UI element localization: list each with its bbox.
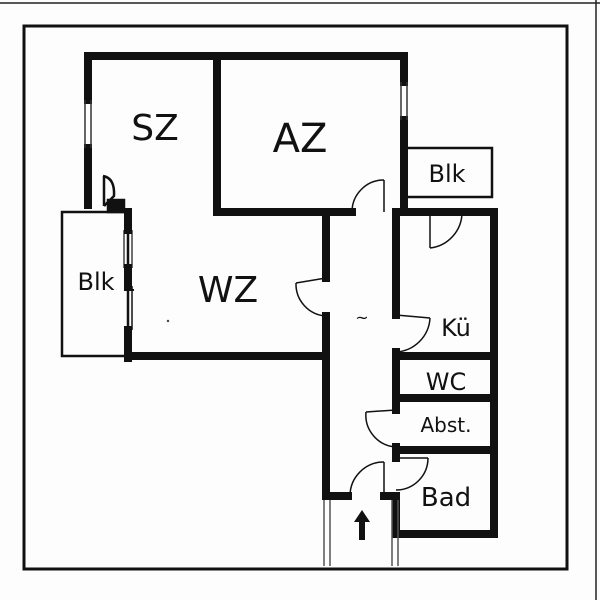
door-wz-swing — [295, 282, 327, 317]
balcony-left-outline — [60, 210, 130, 358]
room-label-sz: SZ — [131, 108, 179, 149]
room-label-bad: Bad — [421, 483, 471, 513]
room-label-abst: Abst. — [421, 413, 472, 437]
door-ku-swing — [429, 211, 463, 249]
balcony-right-outline — [404, 146, 494, 199]
room-label-blk-right: Blk — [428, 160, 465, 188]
door-bad-swing — [395, 457, 429, 491]
door-wz-leaf — [295, 277, 327, 284]
door-abst-swing — [365, 411, 397, 448]
door-entrance-swing — [349, 461, 385, 497]
outer-frame — [22, 24, 569, 571]
door-ku2-swing — [395, 317, 431, 353]
door-swing-sz-balcony — [102, 174, 116, 207]
door-ku2-leaf — [395, 314, 431, 319]
hall-mark: ~ — [355, 308, 368, 327]
room-label-wc: WC — [426, 368, 467, 396]
door-abst-leaf — [365, 409, 397, 413]
door-az-swing — [351, 179, 385, 213]
speck — [166, 319, 170, 323]
room-label-ku: Kü — [441, 314, 471, 342]
room-label-blk-left: Blk — [77, 268, 114, 296]
entrance-corridor — [323, 500, 399, 566]
entrance-arrow — [354, 510, 370, 540]
room-label-az: AZ — [273, 116, 328, 162]
room-label-wz: WZ — [198, 270, 258, 311]
balcony-door-left — [102, 174, 134, 330]
doors — [295, 179, 463, 497]
windows — [84, 82, 408, 148]
balconies — [60, 146, 494, 358]
